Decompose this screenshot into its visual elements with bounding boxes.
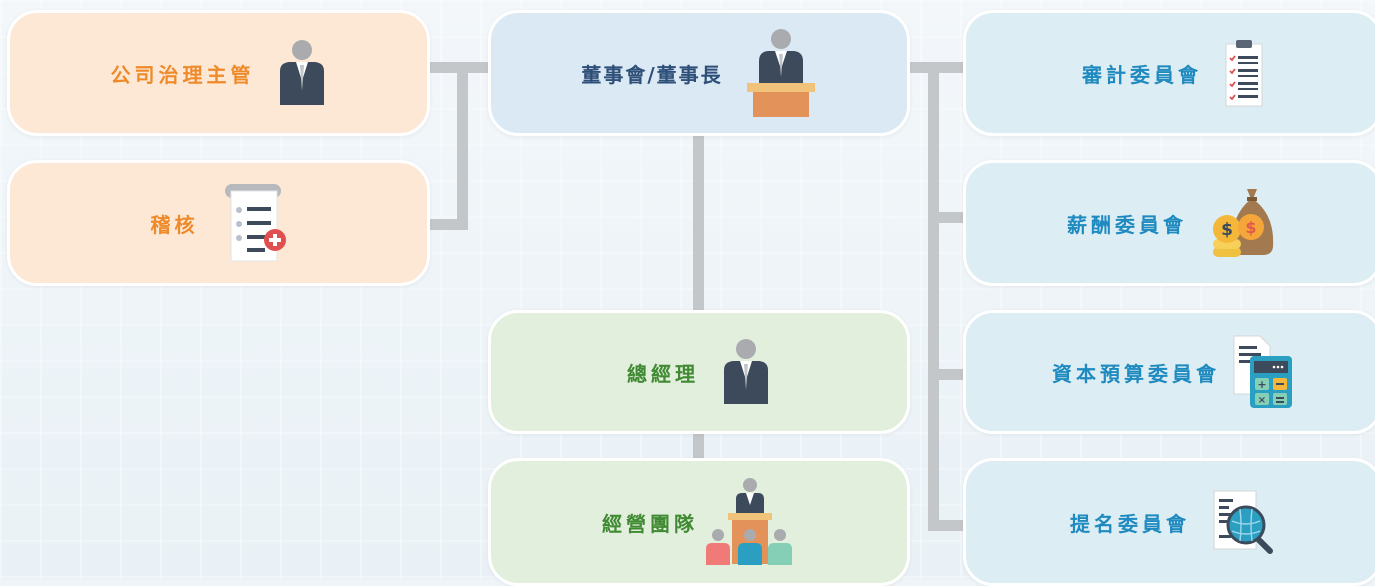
connector-audit xyxy=(428,219,468,230)
svg-text:×: × xyxy=(1258,395,1266,406)
connector-nomination xyxy=(928,520,965,531)
money-bag-icon: $ $ xyxy=(1209,185,1279,261)
team-meeting-icon xyxy=(704,477,796,567)
connector-right-vertical xyxy=(928,62,939,531)
node-label: 董事會/董事長 xyxy=(581,62,723,87)
node-label: 審計委員會 xyxy=(1082,62,1202,87)
connector-remuneration xyxy=(928,212,965,223)
node-label: 稽核 xyxy=(150,212,199,237)
node-label: 經營團隊 xyxy=(602,511,698,536)
node-capital-budget-committee[interactable]: 資本預算委員會 + × xyxy=(963,310,1375,434)
audit-document-icon xyxy=(221,182,287,264)
connector-left-vertical xyxy=(457,62,468,230)
connector-board-gm xyxy=(693,134,704,312)
node-audit[interactable]: 稽核 xyxy=(7,160,430,286)
connector-gm-team xyxy=(693,432,704,460)
node-general-manager[interactable]: 總經理 xyxy=(488,310,910,434)
node-nomination-committee[interactable]: 提名委員會 xyxy=(963,458,1375,586)
node-label: 總經理 xyxy=(627,361,699,386)
business-person-icon xyxy=(721,338,771,406)
magnifier-document-icon xyxy=(1212,487,1276,557)
checklist-clipboard-icon xyxy=(1224,38,1264,108)
node-management-team[interactable]: 經營團隊 xyxy=(488,458,910,586)
svg-text:$: $ xyxy=(1221,220,1233,240)
svg-text:$: $ xyxy=(1245,218,1256,237)
business-person-icon xyxy=(277,39,327,107)
connector-capital-budget xyxy=(928,369,965,380)
node-label: 提名委員會 xyxy=(1070,511,1190,536)
node-audit-committee[interactable]: 審計委員會 xyxy=(963,10,1375,136)
node-label: 薪酬委員會 xyxy=(1067,212,1187,237)
chairman-podium-icon xyxy=(745,27,817,119)
node-label: 資本預算委員會 xyxy=(1052,361,1220,386)
node-governance-officer[interactable]: 公司治理主管 xyxy=(7,10,430,136)
calculator-document-icon: + × xyxy=(1232,334,1294,410)
node-board[interactable]: 董事會/董事長 xyxy=(488,10,910,136)
node-remuneration-committee[interactable]: 薪酬委員會 $ $ xyxy=(963,160,1375,286)
node-label: 公司治理主管 xyxy=(110,62,255,87)
svg-text:+: + xyxy=(1257,378,1266,391)
